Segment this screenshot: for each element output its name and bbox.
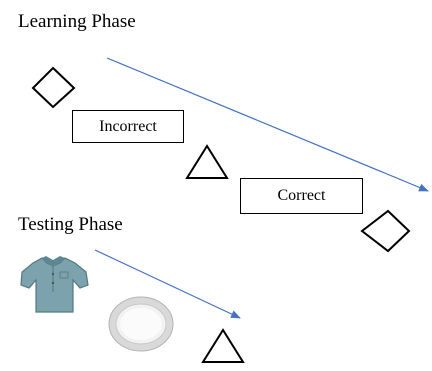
triangle-icon: [185, 144, 229, 179]
plate-icon: [108, 296, 174, 352]
shirt-icon: [20, 256, 89, 313]
testing-arrow: [94, 249, 241, 319]
testing-phase-title: Testing Phase: [18, 214, 123, 235]
triangle-icon: [201, 328, 245, 363]
diamond-icon: [31, 66, 76, 109]
diamond-icon: [360, 209, 411, 253]
incorrect-feedback-box: Incorrect: [72, 110, 184, 143]
learning-arrow: [106, 57, 429, 192]
learning-phase-title: Learning Phase: [18, 11, 136, 32]
correct-feedback-box: Correct: [240, 178, 363, 214]
